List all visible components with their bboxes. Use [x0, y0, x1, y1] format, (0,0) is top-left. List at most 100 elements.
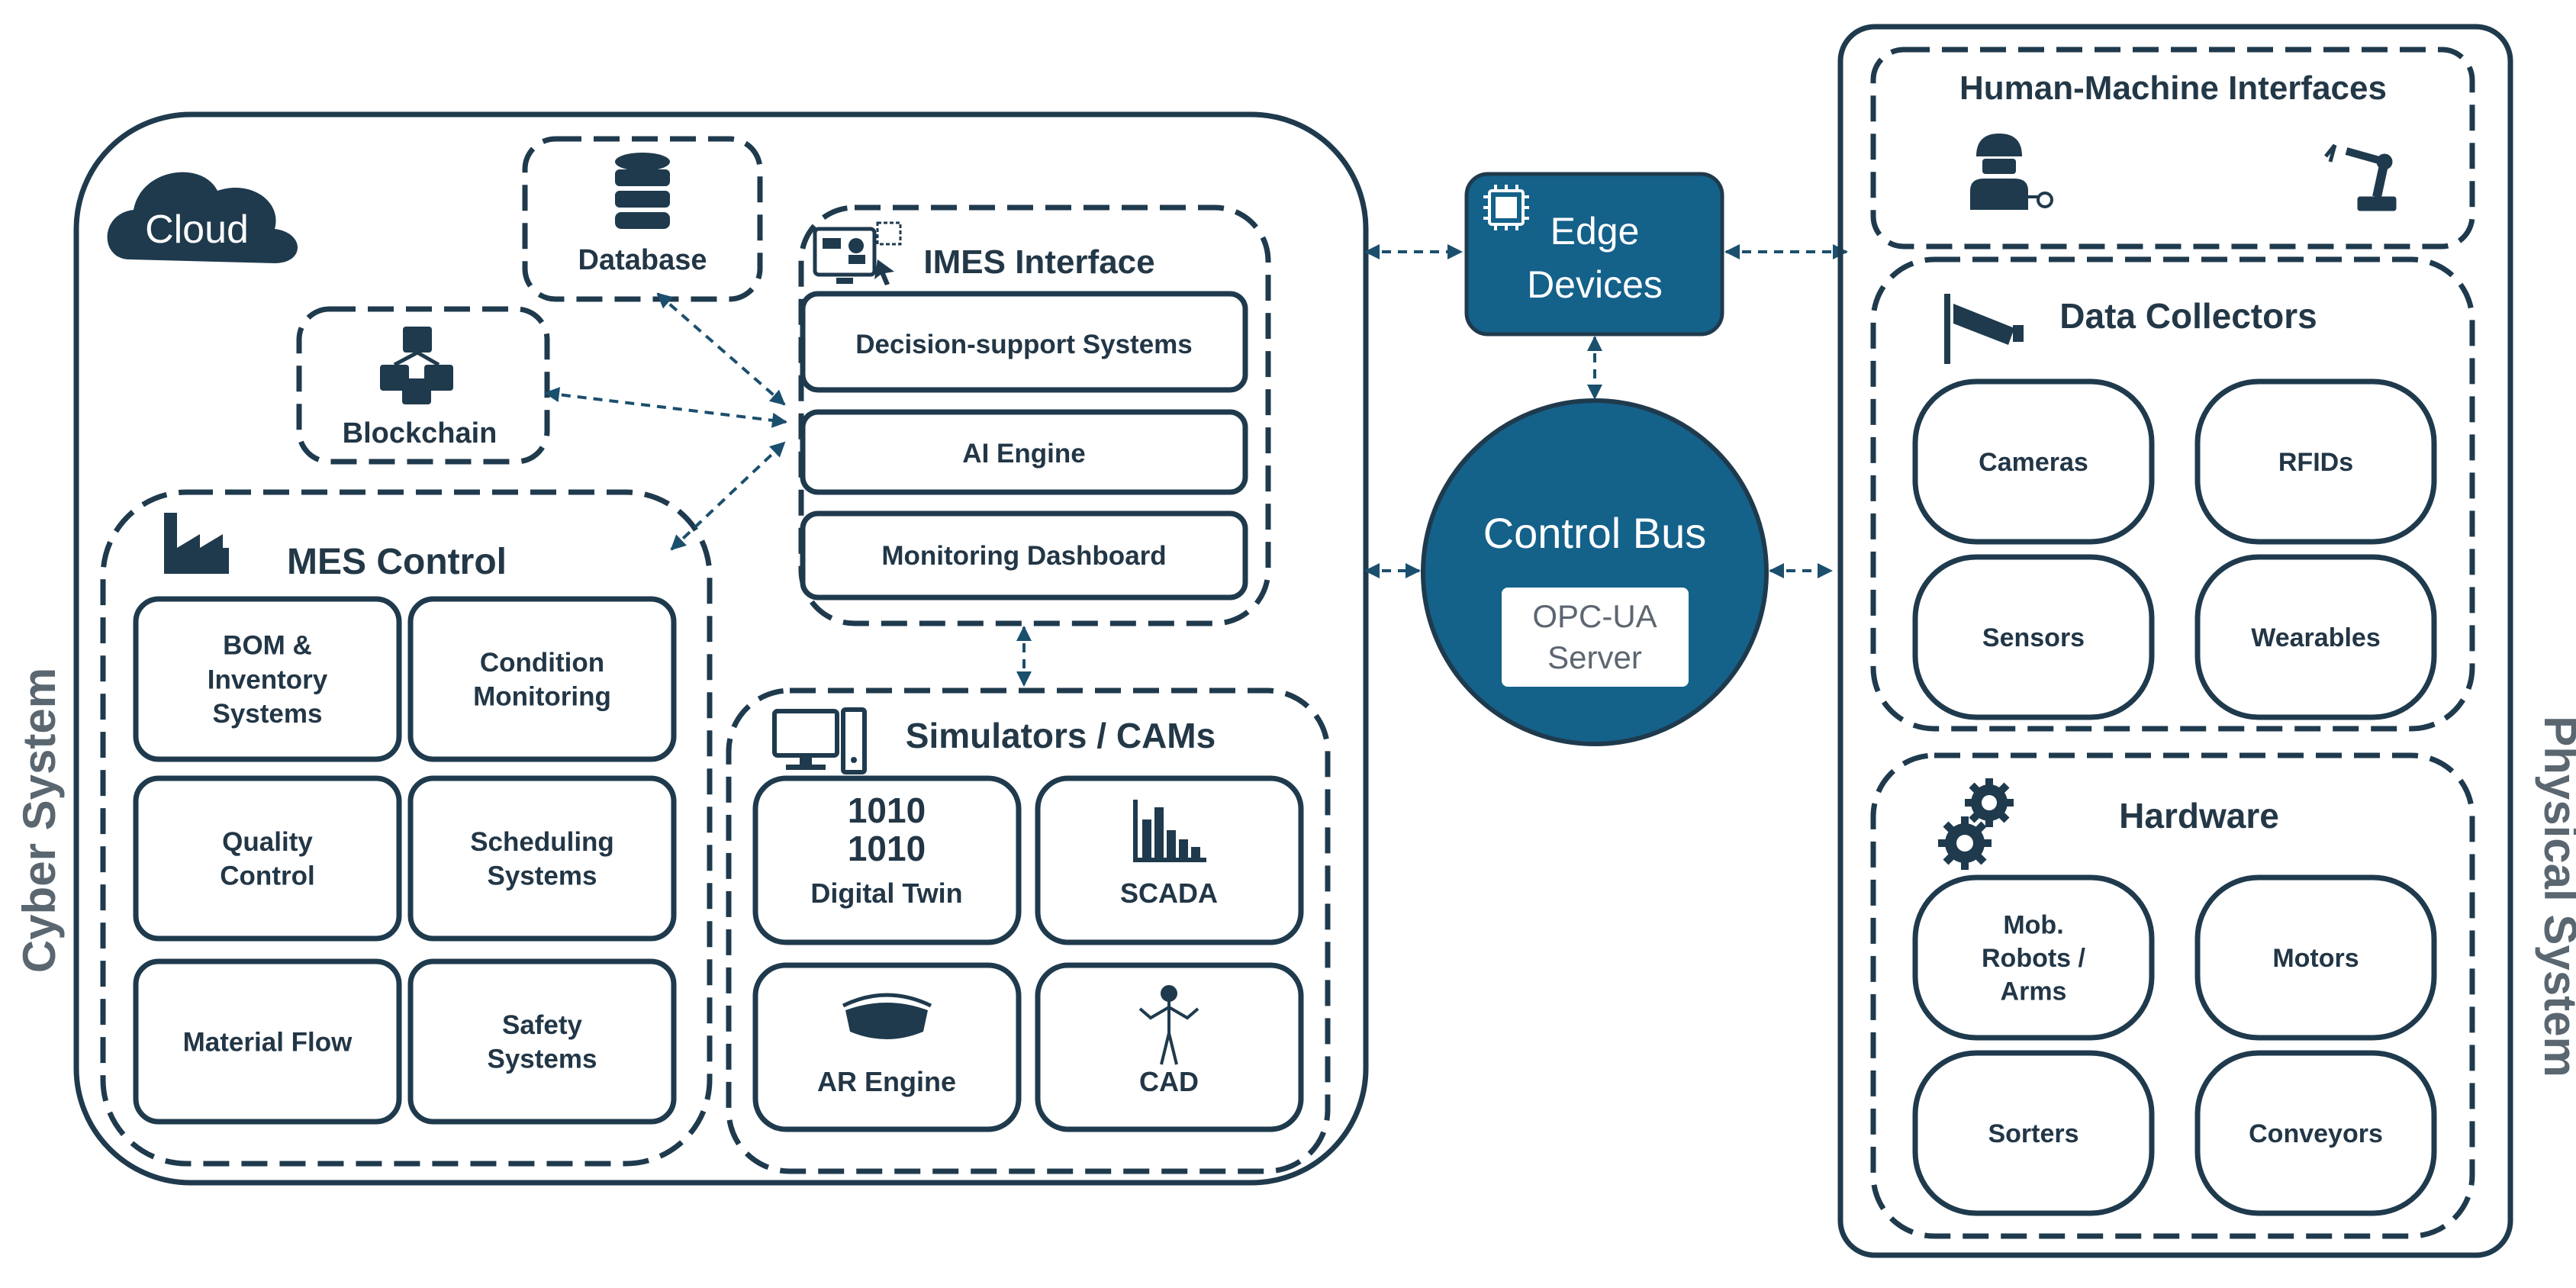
hardware-mob-robots-arms-label-line-2: Robots / [1982, 944, 2086, 973]
mes-bom-inventory-systems-label-line-2: Inventory [208, 665, 328, 694]
collector-rfids-label: RFIDs [2278, 448, 2353, 477]
hardware-mob-robots-arms-box: Mob. Robots / Arms [1912, 874, 2155, 1041]
cyber-system-label: Cyber System [14, 668, 65, 973]
physical-system-frame [1837, 24, 2513, 1258]
digital-twin-box [752, 775, 1022, 945]
edge-devices: Edge Devices [1464, 172, 1724, 336]
hardware-title: Hardware [2119, 796, 2279, 836]
data-collectors-title: Data Collectors [2059, 296, 2317, 336]
control-bus: Control Bus OPC-UA Server [1421, 398, 1769, 746]
blockchain-box: Blockchain [296, 306, 550, 465]
binary-icon-line-2: 1010 [848, 829, 926, 868]
mes-scheduling-systems-label-line-1: Scheduling [470, 827, 614, 857]
opc-ua-server-box [1502, 588, 1689, 687]
monitoring-dashboard-label: Monitoring Dashboard [881, 541, 1166, 571]
database-box: Database [522, 136, 763, 302]
mes-quality-control-label-line-2: Control [220, 861, 314, 891]
simulators-group: Simulators / CAMs 1010 1010 Digital Twin… [726, 687, 1331, 1174]
collector-cameras-box: Cameras [1912, 378, 2155, 545]
cyber-system: Cyber System Cloud Database [14, 111, 1369, 1186]
collector-sensors-box: Sensors [1912, 554, 2155, 720]
ar-engine-box [752, 962, 1022, 1132]
hardware-mob-robots-arms-label-line-1: Mob. [2003, 910, 2063, 939]
simulators-title: Simulators / CAMs [906, 716, 1216, 755]
hardware-sorters-box: Sorters [1912, 1050, 2155, 1216]
ar-engine-label: AR Engine [817, 1066, 956, 1097]
mes-safety-systems-label-line-1: Safety [502, 1010, 583, 1040]
cloud-label: Cloud [145, 208, 249, 252]
edge-devices-line-1: Edge [1550, 210, 1640, 253]
hmi-group: Human-Machine Interfaces [1870, 47, 2475, 250]
chip-icon [1483, 185, 1529, 230]
server-label: Server [1547, 639, 1642, 675]
control-bus-circle [1421, 398, 1769, 746]
decision-support-label: Decision-support Systems [855, 330, 1193, 359]
scada-label: SCADA [1120, 877, 1218, 909]
mes-material-flow-label: Material Flow [183, 1027, 353, 1057]
mes-bom-inventory-systems-label-line-1: BOM & [223, 630, 312, 660]
database-label: Database [578, 244, 707, 276]
cad-label: CAD [1139, 1066, 1199, 1097]
mes-control-title: MES Control [287, 542, 507, 582]
mes-bom-inventory-systems-label-line-3: Systems [213, 699, 323, 729]
control-bus-title: Control Bus [1483, 509, 1707, 557]
blockchain-label: Blockchain [343, 417, 497, 449]
computer-icon [772, 707, 867, 774]
hardware-conveyors-label: Conveyors [2249, 1119, 2383, 1148]
mes-safety-systems-label-line-2: Systems [488, 1045, 597, 1074]
hardware-motors-label: Motors [2272, 944, 2359, 973]
hardware-motors-box: Motors [2194, 874, 2437, 1041]
mes-material-flow-box: Material Flow [133, 958, 402, 1125]
factory-icon [164, 513, 229, 574]
collector-sensors-label: Sensors [1982, 623, 2085, 652]
mes-condition-monitoring-label-line-1: Condition [480, 648, 604, 678]
hardware-mob-robots-arms-label-line-3: Arms [2001, 977, 2067, 1006]
security-camera-icon [1944, 294, 2024, 364]
ai-engine-box [800, 409, 1248, 495]
ai-engine-label: AI Engine [962, 439, 1085, 469]
bar-chart-icon [1133, 800, 1206, 862]
physical-system-label: Physical System [2535, 716, 2576, 1077]
worker-icon [1970, 134, 2053, 210]
digital-twin-label: Digital Twin [810, 877, 962, 909]
blockchain-icon [380, 327, 453, 404]
hmi-title: Human-Machine Interfaces [1959, 69, 2387, 107]
mes-condition-monitoring-label-line-2: Monitoring [473, 682, 611, 712]
mes-scheduling-systems-label-line-2: Systems [488, 861, 597, 891]
hardware-conveyors-box: Conveyors [2194, 1050, 2437, 1216]
vr-headset-icon [842, 993, 932, 1039]
cloud-icon [107, 172, 298, 263]
monitoring-dashboard-box [800, 510, 1248, 601]
cad-box [1035, 962, 1304, 1132]
collector-wearables-box: Wearables [2194, 554, 2437, 720]
database-icon [615, 153, 670, 229]
edge-devices-box [1464, 172, 1724, 336]
robot-arm-icon [2324, 143, 2397, 211]
cyber-connectors [544, 292, 1032, 687]
edge-devices-line-2: Devices [1527, 263, 1663, 306]
cloud-badge: Cloud [107, 172, 298, 263]
opc-ua-label: OPC-UA [1532, 598, 1657, 634]
imes-interface-title: IMES Interface [923, 243, 1154, 281]
dashboard-monitor-icon [813, 221, 902, 285]
collector-cameras-label: Cameras [1979, 448, 2088, 477]
imes-interface-group: IMES Interface Decision-support Systems … [798, 204, 1271, 626]
mes-quality-control-label-line-1: Quality [222, 827, 313, 857]
collector-wearables-label: Wearables [2251, 623, 2380, 652]
collector-rfids-box: RFIDs [2194, 378, 2437, 545]
decision-support-box [800, 291, 1248, 393]
binary-icon: 1010 [848, 791, 926, 830]
gears-icon [1938, 778, 2014, 870]
bus-connectors [1364, 244, 1848, 578]
physical-system: Physical System Human-Machine Interfaces [1837, 24, 2576, 1258]
hardware-sorters-label: Sorters [1988, 1119, 2079, 1148]
